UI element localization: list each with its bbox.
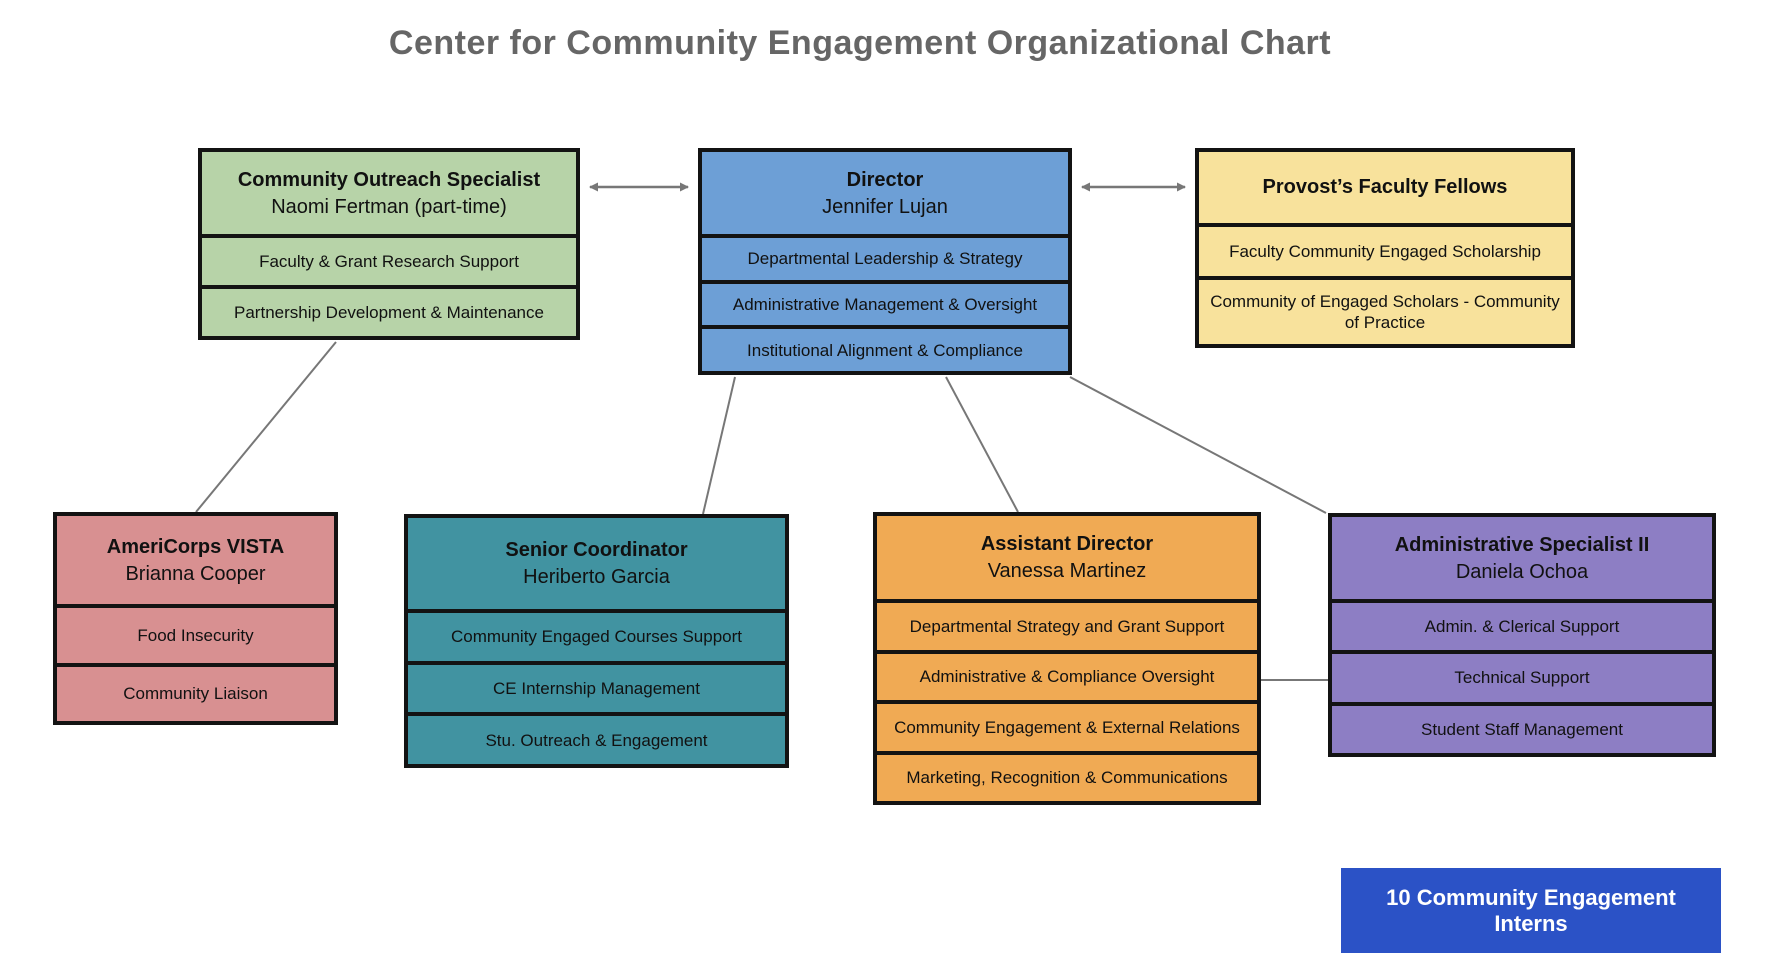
responsibility-item: Community Liaison xyxy=(57,662,334,722)
person-name: Heriberto Garcia xyxy=(523,566,670,588)
responsibility-item: Student Staff Management xyxy=(1332,701,1712,753)
line-director-assistant-director xyxy=(945,376,1019,513)
org-box-provosts-faculty-fellows: Provost’s Faculty Fellows Faculty Commun… xyxy=(1195,148,1575,348)
line-director-admin-specialist xyxy=(1069,376,1327,514)
org-box-americorps-vista: AmeriCorps VISTA Brianna Cooper Food Ins… xyxy=(53,512,338,725)
role-title: Community Outreach Specialist xyxy=(237,168,541,191)
person-name: Naomi Fertman (part-time) xyxy=(271,195,507,218)
responsibility-item: Faculty Community Engaged Scholarship xyxy=(1199,223,1571,276)
page-title: Center for Community Engagement Organiza… xyxy=(388,24,1332,62)
interns-box: 10 Community Engagement Interns xyxy=(1341,868,1721,953)
box-header: Administrative Specialist II Daniela Och… xyxy=(1332,517,1712,599)
responsibility-item: Community Engagement & External Relation… xyxy=(877,700,1257,751)
box-header: Senior Coordinator Heriberto Garcia xyxy=(408,518,785,609)
org-box-assistant-director: Assistant Director Vanessa Martinez Depa… xyxy=(873,512,1261,805)
role-title: AmeriCorps VISTA xyxy=(106,535,285,558)
person-name: Jennifer Lujan xyxy=(822,195,948,218)
responsibility-item: Community of Engaged Scholars - Communit… xyxy=(1199,276,1571,344)
org-box-senior-coordinator: Senior Coordinator Heriberto Garcia Comm… xyxy=(404,514,789,768)
responsibility-item: Administrative & Compliance Oversight xyxy=(877,649,1257,701)
responsibility-item: Marketing, Recognition & Communications xyxy=(877,750,1257,802)
box-header: Director Jennifer Lujan xyxy=(702,152,1068,234)
responsibility-item: Technical Support xyxy=(1332,650,1712,701)
org-box-director: Director Jennifer Lujan Departmental Lea… xyxy=(698,148,1072,375)
role-title: Administrative Specialist II xyxy=(1394,533,1650,556)
box-header: Community Outreach Specialist Naomi Fert… xyxy=(202,152,576,234)
responsibility-item: Administrative Management & Oversight xyxy=(702,279,1068,326)
responsibility-item: Stu. Outreach & Engagement xyxy=(408,712,785,764)
line-director-senior-coordinator xyxy=(702,376,736,515)
responsibility-item: CE Internship Management xyxy=(408,660,785,713)
responsibility-item: Community Engaged Courses Support xyxy=(408,609,785,661)
responsibility-item: Departmental Strategy and Grant Support xyxy=(877,599,1257,650)
role-title: Senior Coordinator xyxy=(505,539,688,561)
responsibility-item: Admin. & Clerical Support xyxy=(1332,599,1712,650)
responsibility-item: Institutional Alignment & Compliance xyxy=(702,325,1068,371)
responsibility-item: Partnership Development & Maintenance xyxy=(202,285,576,336)
org-box-community-outreach-specialist: Community Outreach Specialist Naomi Fert… xyxy=(198,148,580,340)
org-box-administrative-specialist-ii: Administrative Specialist II Daniela Och… xyxy=(1328,513,1716,757)
box-header: AmeriCorps VISTA Brianna Cooper xyxy=(57,516,334,604)
box-header: Provost’s Faculty Fellows xyxy=(1199,152,1571,223)
responsibility-item: Food Insecurity xyxy=(57,604,334,663)
box-header: Assistant Director Vanessa Martinez xyxy=(877,516,1257,599)
role-title: Assistant Director xyxy=(980,533,1154,555)
person-name: Vanessa Martinez xyxy=(987,560,1147,582)
role-title: Provost’s Faculty Fellows xyxy=(1262,176,1508,198)
responsibility-item: Departmental Leadership & Strategy xyxy=(702,234,1068,280)
person-name: Brianna Cooper xyxy=(125,562,266,585)
responsibility-item: Faculty & Grant Research Support xyxy=(202,234,576,285)
role-title: Director xyxy=(846,168,924,191)
line-outreach-vista xyxy=(195,341,337,513)
person-name: Daniela Ochoa xyxy=(1455,560,1589,583)
